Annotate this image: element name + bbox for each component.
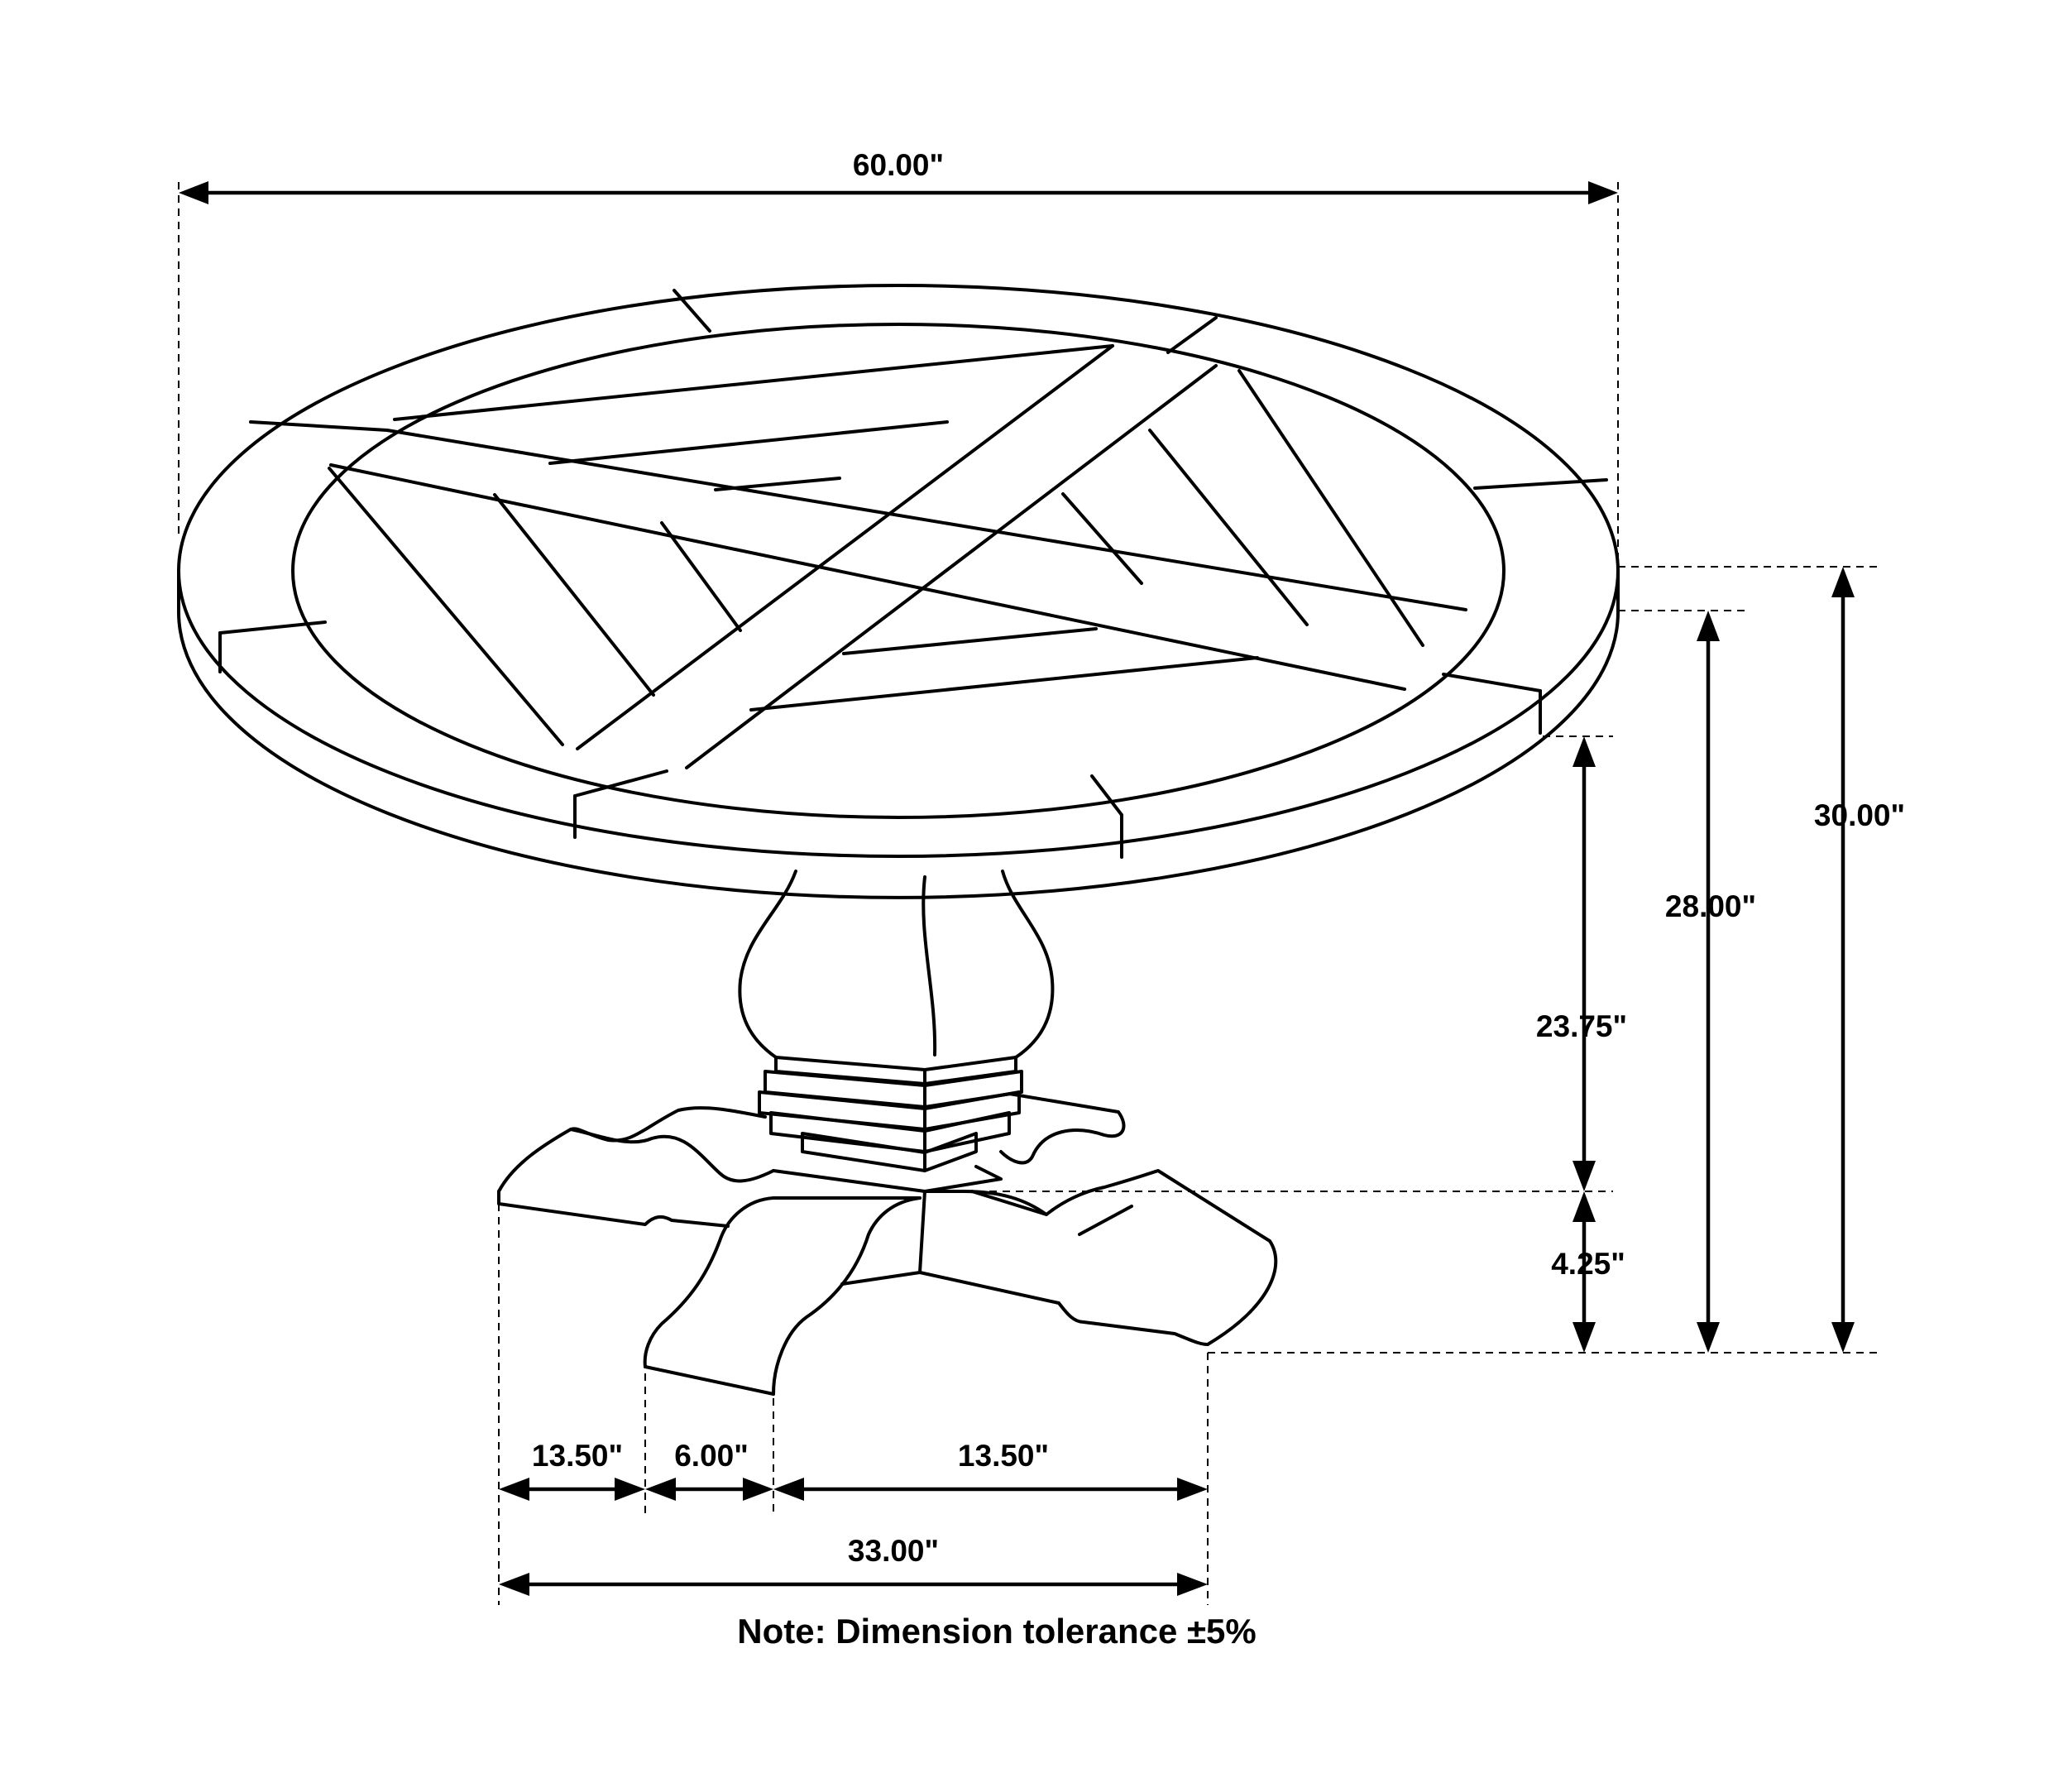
dim-base-height: 4.25" bbox=[1551, 1191, 1625, 1353]
label-base-total: 33.00" bbox=[848, 1534, 939, 1568]
label-base-left: 13.50" bbox=[532, 1439, 623, 1473]
label-base-right: 13.50" bbox=[958, 1439, 1049, 1473]
label-pedestal-height: 23.75" bbox=[1536, 1009, 1627, 1043]
tolerance-note: Note: Dimension tolerance ±5% bbox=[737, 1612, 1257, 1651]
label-overall-height: 30.00" bbox=[1814, 798, 1905, 832]
pedestal-base bbox=[497, 1092, 1278, 1396]
label-base-center: 6.00" bbox=[674, 1439, 749, 1473]
dim-overall-width: 60.00" bbox=[179, 148, 1618, 204]
dim-overall-height: 30.00" bbox=[1814, 567, 1905, 1353]
label-overall-width: 60.00" bbox=[853, 148, 944, 182]
pedestal bbox=[738, 870, 1055, 1172]
dim-pedestal-height: 23.75" bbox=[1536, 736, 1627, 1191]
dim-top-height: 28.00" bbox=[1665, 611, 1756, 1353]
extension-lines bbox=[178, 182, 1878, 1605]
dim-base-segments: 13.50" 6.00" 13.50" bbox=[499, 1439, 1208, 1501]
dim-base-total: 33.00" bbox=[499, 1534, 1208, 1596]
table-top bbox=[177, 284, 1620, 899]
label-base-height: 4.25" bbox=[1551, 1247, 1625, 1281]
label-top-height: 28.00" bbox=[1665, 889, 1756, 923]
